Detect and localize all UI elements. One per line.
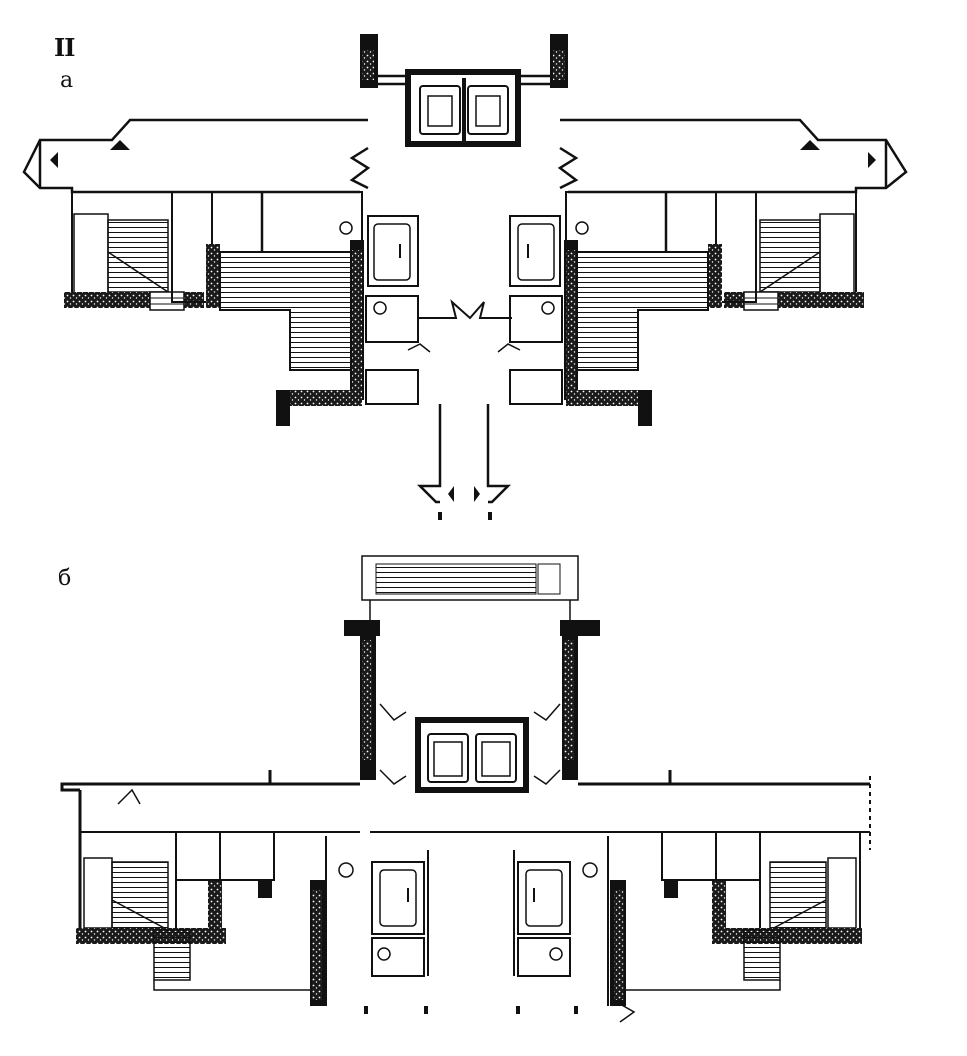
corridor-right (560, 118, 908, 194)
bath-left (367, 215, 419, 287)
elevator-block-b (415, 717, 529, 793)
bath-right-b (517, 861, 571, 935)
bath-right (509, 215, 561, 287)
hatched-room-right (571, 251, 709, 371)
section-label: II (54, 33, 75, 62)
hatched-room-left (219, 251, 357, 371)
plan-b (60, 555, 871, 1023)
plan-a-label: а (60, 68, 74, 93)
stair-flight-left (107, 219, 169, 293)
plan-b-label: б (58, 566, 72, 591)
stair-flight-right (759, 219, 821, 293)
entry-stairs (361, 555, 579, 601)
elevator-car-left (419, 85, 461, 135)
elevator-block (405, 69, 521, 147)
entrance-passage (416, 404, 442, 504)
corridor-left (22, 118, 368, 194)
bath-left-b (371, 861, 425, 935)
corridor-b (60, 782, 360, 792)
elevator-car-right (467, 85, 509, 135)
plan-a (22, 34, 908, 520)
